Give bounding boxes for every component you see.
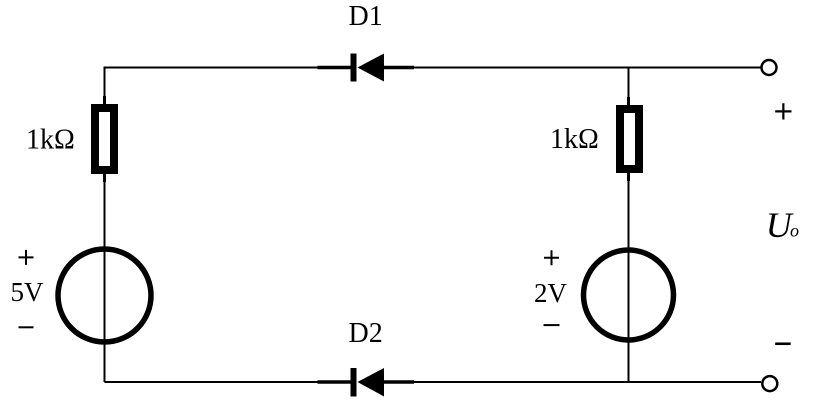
svg-text:D1: D1 (349, 1, 383, 32)
svg-text:1kΩ: 1kΩ (26, 125, 75, 156)
svg-text:1kΩ: 1kΩ (550, 124, 599, 155)
svg-text:U: U (766, 205, 794, 245)
svg-text:o: o (790, 221, 799, 241)
svg-text:2V: 2V (534, 278, 568, 308)
svg-text:D2: D2 (349, 318, 383, 349)
svg-text:5V: 5V (11, 277, 45, 307)
